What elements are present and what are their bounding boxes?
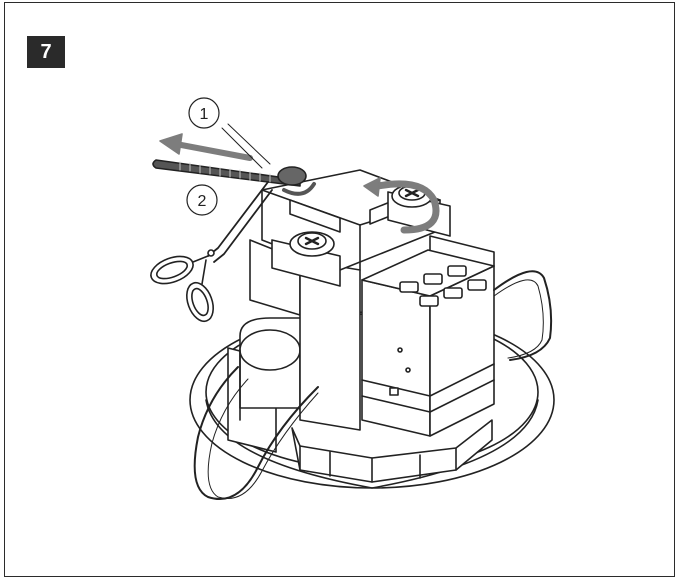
callout-1: 1 xyxy=(188,97,220,129)
step-number-badge: 7 xyxy=(27,36,65,68)
rotation-arrow xyxy=(363,177,440,234)
wire-loop-right xyxy=(493,270,553,361)
callout-1-label: 1 xyxy=(200,106,209,123)
terminal-block xyxy=(361,235,495,437)
wire-loop-left xyxy=(193,366,319,500)
lower-shelf xyxy=(291,419,493,483)
pull-arrow xyxy=(159,123,271,169)
scissors-icon xyxy=(150,181,273,323)
screw-mount-front xyxy=(271,231,341,287)
callout-2-label: 2 xyxy=(198,193,207,210)
callout-2: 2 xyxy=(186,184,218,216)
cable-tie xyxy=(152,159,316,196)
